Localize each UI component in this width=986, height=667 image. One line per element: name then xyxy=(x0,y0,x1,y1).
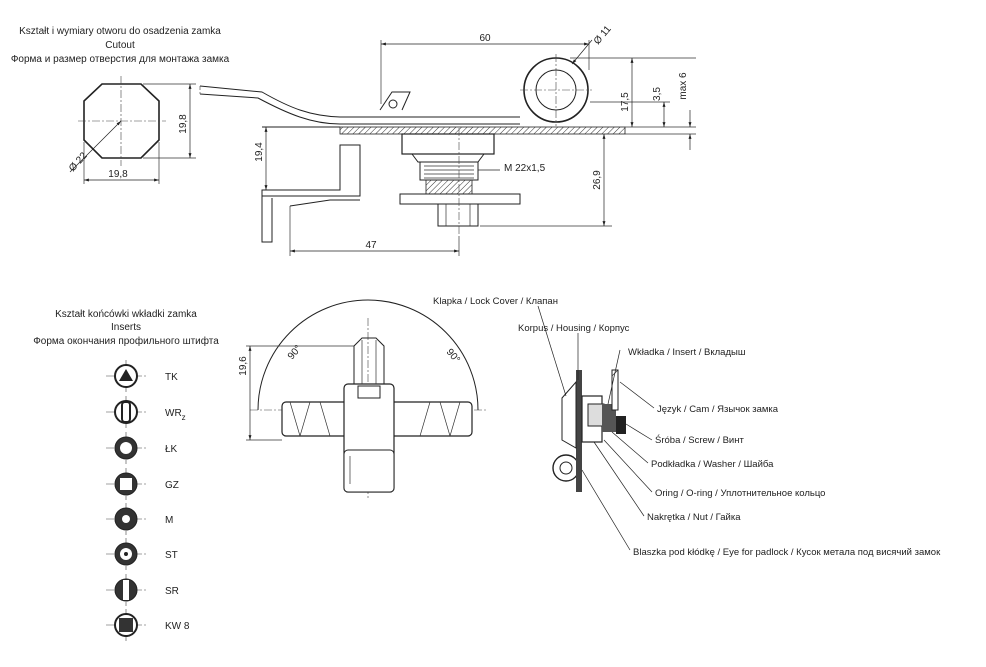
dim-max6-label: max 6 xyxy=(678,72,689,100)
cutout-title-ru: Форма и размер отверстия для монтажа зам… xyxy=(11,54,230,65)
thread-label: M 22x1,5 xyxy=(504,163,546,174)
lock-nut xyxy=(425,179,473,195)
insert-lk-label: ŁK xyxy=(165,444,178,455)
panel-plate xyxy=(339,126,626,135)
label-nut: Nakrętka / Nut / Гайка xyxy=(647,512,741,523)
dim-47-label: 47 xyxy=(365,240,377,251)
insert-wrz: WRz xyxy=(106,396,186,428)
exploded-plate xyxy=(576,370,582,492)
dim-60-label: 60 xyxy=(479,33,491,44)
insert-gz-label: GZ xyxy=(165,480,179,491)
label-lock-cover: Klapka / Lock Cover / Клапан xyxy=(433,296,558,307)
exploded-view: Klapka / Lock Cover / Клапан Korpus / Ho… xyxy=(433,296,941,558)
insert-wrz-label: WR xyxy=(165,408,182,419)
side-view: 60 Ø 11 17,5 3,5 max 6 19,4 M 22x1,5 26,… xyxy=(199,23,696,256)
insert-lk: ŁK xyxy=(106,432,178,464)
front-view: 19,6 90° 90° xyxy=(238,299,486,500)
cam-tongue xyxy=(399,193,521,205)
insert-m: M xyxy=(106,503,173,535)
svg-text:WRz: WRz xyxy=(165,408,186,422)
lever-handle xyxy=(199,85,520,118)
label-cam: Język / Cam / Язычок замка xyxy=(657,404,779,415)
dim-3-5-label: 3,5 xyxy=(652,87,663,101)
insert-kw8: KW 8 xyxy=(106,609,190,641)
label-oring: Oring / O-ring / Уплотнительное кольцо xyxy=(655,488,825,499)
cutout-height-label: 19,8 xyxy=(178,114,189,134)
insert-st: ST xyxy=(106,538,178,570)
inserts-title-en: Inserts xyxy=(111,322,141,333)
cutout-title-en: Cutout xyxy=(105,40,135,51)
insert-tk: TK xyxy=(106,360,178,392)
mounting-bracket xyxy=(261,144,361,197)
insert-tk-label: TK xyxy=(165,372,178,383)
dim-d11-label: Ø 11 xyxy=(592,23,614,46)
insert-st-label: ST xyxy=(165,550,178,561)
rotation-arc xyxy=(257,299,479,411)
label-housing: Korpus / Housing / Корпус xyxy=(518,323,630,334)
insert-m-label: M xyxy=(165,515,173,526)
insert-sr-label: SR xyxy=(165,586,179,597)
label-eye: Blaszka pod kłódkę / Eye for padlock / К… xyxy=(633,547,941,558)
insert-wrz-sub: z xyxy=(182,413,186,422)
cutout-width-label: 19,8 xyxy=(108,169,128,180)
dim-26-9-label: 26,9 xyxy=(592,170,603,190)
dim-19-6-label: 19,6 xyxy=(238,356,249,376)
housing-body xyxy=(401,133,495,155)
dim-19-4-label: 19,4 xyxy=(254,142,265,162)
insert-sr: SR xyxy=(106,574,179,606)
insert-kw8-label: KW 8 xyxy=(165,621,190,632)
inserts-title-pl: Kształt końcówki wkładki zamka xyxy=(55,309,197,320)
cutout-section: Kształt i wymiary otworu do osadzenia za… xyxy=(11,26,230,184)
label-insert: Wkładka / Insert / Вкладыш xyxy=(628,347,745,358)
cutout-title-pl: Kształt i wymiary otworu do osadzenia za… xyxy=(19,26,221,37)
cutout-diameter-label: Ø 22 xyxy=(67,150,90,174)
label-screw: Śróba / Screw / Винт xyxy=(655,434,744,446)
insert-gz: GZ xyxy=(106,468,179,500)
angle-right-label: 90° xyxy=(444,347,462,366)
inserts-title-ru: Форма окончания профильного штифта xyxy=(33,335,219,347)
label-washer: Podkładka / Washer / Шайба xyxy=(651,459,774,470)
cutout-outline xyxy=(83,83,160,159)
dim-17-5-label: 17,5 xyxy=(620,92,631,112)
inserts-section: Kształt końcówki wkładki zamka Inserts Ф… xyxy=(33,309,219,641)
